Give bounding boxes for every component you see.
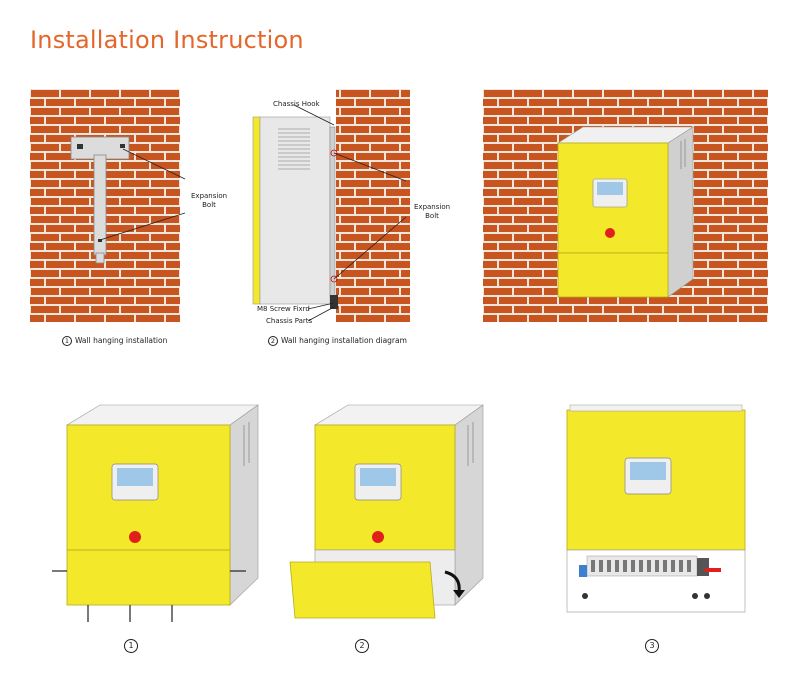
device-on-wall-illustration [483, 89, 768, 322]
chassis-parts-label: Chassis Parts [266, 317, 313, 325]
step-1-illustration [52, 404, 259, 622]
caption-number: 1 [62, 336, 72, 346]
step-number: 2 [355, 639, 369, 653]
m8-screw-label: M8 Screw Fixrd [257, 305, 310, 313]
caption-text: Wall hanging installation [75, 336, 168, 345]
brick-wall-side [336, 89, 410, 322]
caption-text: Wall hanging installation diagram [281, 336, 407, 345]
step-number: 1 [124, 639, 138, 653]
chassis-hook-label: Chassis Hook [273, 100, 320, 108]
expansion-bolt-label-2: Expansion Bolt [414, 203, 451, 220]
chassis-side [252, 116, 338, 309]
expansion-bolt-label-1: Expansion Bolt [191, 192, 228, 209]
wall-bracket-illustration [30, 89, 186, 322]
inverter-device [556, 126, 695, 298]
side-view-diagram [252, 89, 410, 322]
caption-number: 2 [268, 336, 278, 346]
terminal-block [579, 555, 721, 577]
wall-bracket [70, 136, 130, 264]
step-3-illustration [566, 404, 746, 613]
page-title: Installation Instruction [30, 26, 304, 54]
step-2-illustration [289, 404, 484, 619]
step-number: 3 [645, 639, 659, 653]
